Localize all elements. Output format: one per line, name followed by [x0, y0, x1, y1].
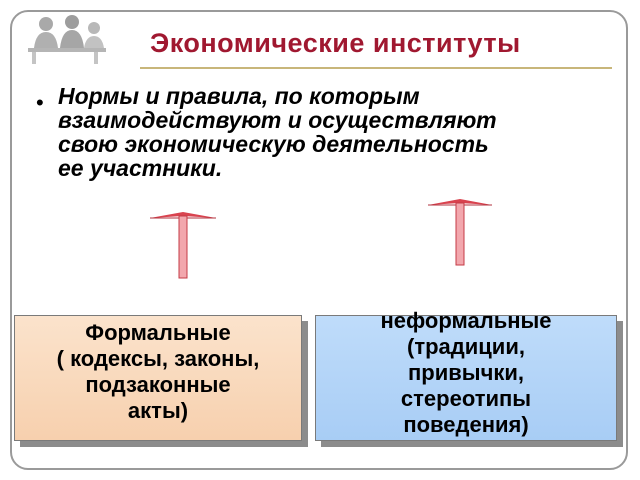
- informal-box-line: (традиции,: [407, 334, 525, 359]
- bullet-line: ее участники.: [58, 155, 223, 181]
- informal-box-line: поведения): [403, 412, 529, 437]
- formal-box-line: Формальные: [85, 320, 231, 345]
- formal-box-line: акты): [127, 398, 189, 423]
- informal-box-line: привычки,: [408, 360, 524, 385]
- up-arrow-icon: [150, 212, 216, 279]
- informal-box-line: неформальные: [380, 308, 552, 333]
- people-at-desk-icon: [28, 15, 106, 64]
- formal-box-line: подзаконные: [85, 372, 231, 397]
- formal-box-line: ( кодексы, законы,: [56, 346, 260, 371]
- bullet-marker: •: [36, 90, 44, 115]
- bullet-line: Нормы и правила, по которым: [58, 83, 420, 109]
- title-underline: [140, 67, 612, 69]
- formal-institutions-box: Формальные ( кодексы, законы, подзаконны…: [14, 315, 302, 441]
- bullet-line: взаимодействуют и осуществляют: [58, 107, 497, 133]
- up-arrow-icon: [428, 199, 492, 266]
- bullet-text: Нормы и правила, по которым взаимодейств…: [58, 84, 618, 180]
- slide-title: Экономические институты: [150, 28, 521, 58]
- bullet-line: свою экономическую деятельность: [58, 131, 489, 157]
- informal-box-line: стереотипы: [400, 386, 532, 411]
- informal-institutions-box: неформальные (традиции, привычки, стерео…: [315, 308, 617, 441]
